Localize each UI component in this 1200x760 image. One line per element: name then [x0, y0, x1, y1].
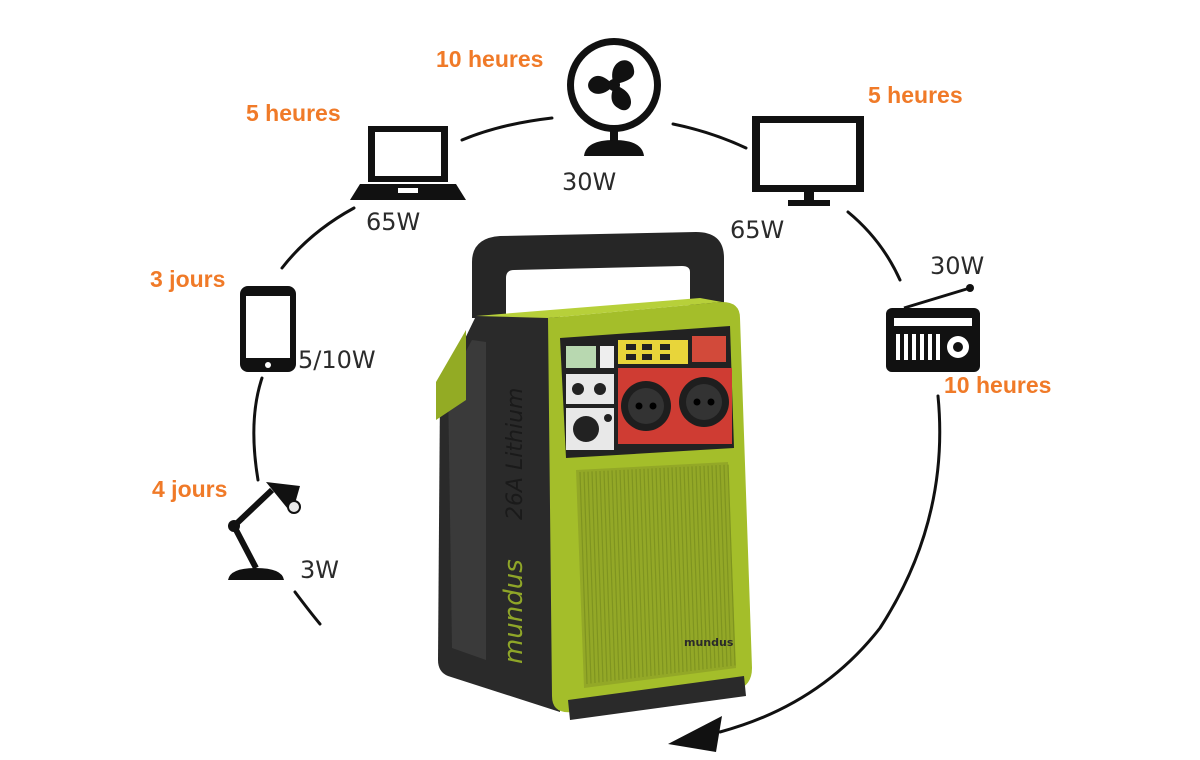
grille-line: [603, 470, 612, 682]
grille-line: [703, 465, 712, 669]
radio-icon: [886, 284, 980, 372]
grille-line: [691, 466, 700, 671]
grille-line: [679, 466, 688, 672]
grille-line: [723, 464, 732, 667]
grille-line: [635, 469, 644, 678]
grille-line: [591, 471, 600, 683]
smartphone-icon: [240, 286, 296, 372]
arc-lamp-bottom: [293, 590, 322, 626]
grille-line: [659, 467, 668, 675]
radio-duration: 10 heures: [944, 372, 1052, 398]
grille-line: [667, 467, 676, 674]
power-button-panel: [692, 336, 726, 362]
grille-line: [627, 469, 636, 679]
grille-line: [647, 468, 656, 676]
grille-lines: [579, 464, 736, 685]
grille-line: [619, 469, 628, 680]
grille-line: [699, 465, 708, 670]
fan-icon: [567, 38, 661, 156]
grille-line: [583, 471, 592, 684]
laptop-duration: 5 heures: [246, 100, 341, 126]
grille-line: [707, 465, 716, 669]
grille-line: [631, 469, 640, 678]
arrow-head: [668, 716, 722, 752]
device-base: [568, 676, 746, 720]
grille-line: [719, 464, 728, 667]
connector-arcs: [252, 116, 942, 734]
grille-line: [615, 470, 624, 680]
monitor-icon: [752, 116, 864, 206]
desk-lamp-icon: [228, 482, 301, 580]
radio-power: 30W: [930, 252, 985, 280]
grille-line: [671, 467, 680, 673]
lamp-power: 3W: [300, 556, 339, 584]
grille-line: [675, 467, 684, 673]
laptop-power: 65W: [366, 208, 421, 236]
arc-fan-monitor: [671, 122, 748, 150]
grille-line: [715, 465, 724, 668]
arc-laptop-fan: [460, 116, 554, 142]
grille-line: [587, 471, 596, 684]
grille-line: [695, 466, 704, 670]
grille-line: [607, 470, 616, 681]
usb-port-panel: [618, 340, 688, 364]
phone-duration: 3 jours: [150, 266, 226, 292]
grille-line: [579, 471, 588, 685]
front-brand-label: mundus: [684, 636, 734, 649]
grille-line: [683, 466, 692, 672]
grille-line: [655, 468, 664, 675]
grille-line: [663, 467, 672, 674]
grille-line: [623, 469, 632, 679]
brand-label: mundus: [499, 559, 529, 664]
fan-duration: 10 heures: [436, 46, 544, 72]
lamp-duration: 4 jours: [152, 476, 228, 502]
grille-line: [643, 468, 652, 677]
monitor-duration: 5 heures: [868, 82, 963, 108]
grille-line: [611, 470, 620, 681]
grille-line: [639, 468, 648, 677]
power-station-device: 26A Lithium mundus mundus: [436, 232, 752, 720]
control-panel: [560, 326, 734, 458]
monitor-power: 65W: [730, 216, 785, 244]
arc-radio-arrow: [718, 394, 942, 734]
arc-phone-laptop: [280, 206, 356, 270]
fan-power: 30W: [562, 168, 617, 196]
grille-line: [727, 464, 736, 666]
grille-line: [651, 468, 660, 676]
laptop-icon: [350, 126, 466, 200]
display-screen: [566, 346, 596, 368]
grille-line: [595, 471, 604, 683]
arc-lamp-phone: [252, 376, 264, 482]
grille-line: [711, 465, 720, 668]
model-label: 26A Lithium: [503, 388, 528, 520]
phone-power: 5/10W: [298, 346, 376, 374]
carry-handle: [472, 232, 724, 318]
grille-line: [599, 470, 608, 682]
arc-monitor-radio: [846, 210, 902, 282]
grille-line: [687, 466, 696, 671]
